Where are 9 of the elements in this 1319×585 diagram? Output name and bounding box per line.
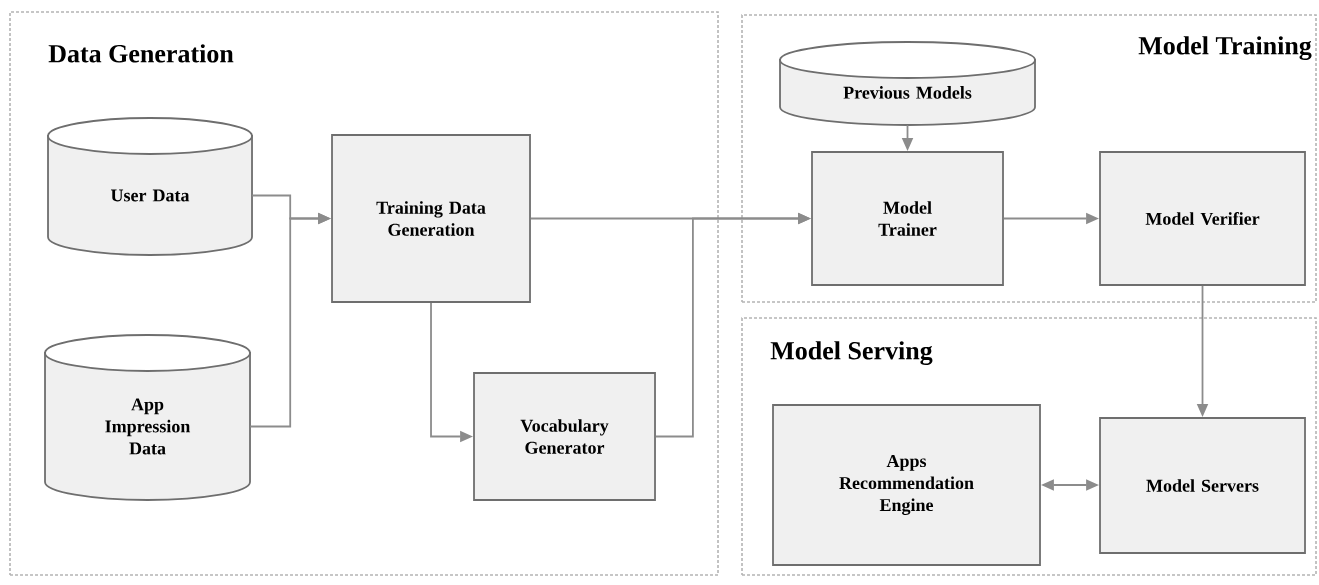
database-cylinder: User Data bbox=[47, 117, 253, 256]
database-cylinder: App Impression Data bbox=[44, 334, 251, 501]
process-box: Model Servers bbox=[1099, 417, 1306, 554]
database-cylinder: Previous Models bbox=[779, 41, 1036, 126]
process-box: Model Trainer bbox=[811, 151, 1004, 286]
process-box: Model Verifier bbox=[1099, 151, 1306, 286]
process-box: Vocabulary Generator bbox=[473, 372, 656, 501]
process-box: Apps Recommendation Engine bbox=[772, 404, 1041, 566]
process-box: Training Data Generation bbox=[331, 134, 531, 303]
